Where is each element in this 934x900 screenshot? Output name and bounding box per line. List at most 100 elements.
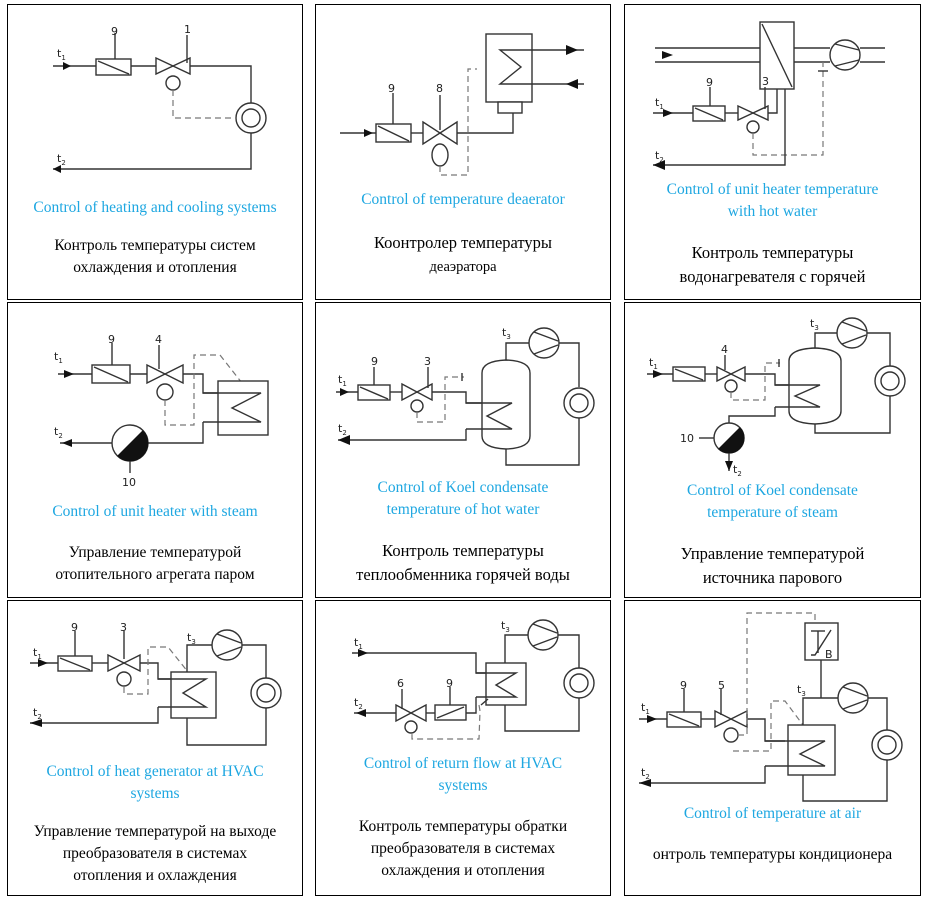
label-filter: 9 <box>108 333 115 346</box>
outflow-arrow-icon <box>653 160 665 170</box>
label-t2: t2 <box>33 706 42 721</box>
caption-ru-line: Управление температурой на выходе <box>33 823 277 840</box>
caption-ru: онтроль температуры кондиционера <box>625 844 920 866</box>
caption-en-line: systems <box>130 785 180 802</box>
radiator-icon <box>235 102 267 134</box>
label-t3: t3 <box>797 683 806 698</box>
caption-ru: Управление температурой на выходе преобр… <box>8 821 302 887</box>
panel-heating-cooling: t1 9 1 t2 Control of heating and cooling… <box>7 4 303 300</box>
inflow-arrow-icon <box>653 370 663 378</box>
caption-ru-line: Контроль температуры обратки <box>358 818 568 835</box>
label-t2: t2 <box>354 696 363 711</box>
label-valve: 4 <box>155 333 162 346</box>
caption-ru-line: онтроль температуры кондиционера <box>652 846 893 863</box>
caption-en-line: Control of Koel condensate <box>377 479 549 496</box>
label-trap: 10 <box>680 432 694 445</box>
diagram-koel-steam: t1 4 10 t2 t3 <box>647 317 906 478</box>
caption-ru-line: источника парового <box>702 568 843 587</box>
caption-en: Control of temperature at air <box>683 805 862 822</box>
label-t3: t3 <box>502 326 511 341</box>
valve-icon <box>716 365 746 393</box>
valve-icon <box>401 382 433 413</box>
caption-ru-line: деаэратора <box>429 259 497 275</box>
steam-trap-icon <box>713 422 745 454</box>
label-t2: t2 <box>57 152 66 167</box>
pump-icon <box>211 629 243 661</box>
radiator-icon <box>871 729 903 761</box>
controller-label: B <box>825 648 833 661</box>
label-filter: 9 <box>388 82 395 95</box>
caption-ru: Управление температурой источника парово… <box>625 542 920 590</box>
airflow-arrow-icon <box>662 51 673 59</box>
caption-en: Control of temperature deaerator <box>361 191 565 208</box>
label-t2: t2 <box>641 766 650 781</box>
label-filter: 9 <box>71 621 78 634</box>
steam-trap-icon <box>111 424 149 462</box>
label-t2: t2 <box>54 425 63 440</box>
label-valve: 3 <box>120 621 127 634</box>
diagram-unit-heater-steam: t1 9 4 t2 10 <box>54 333 269 489</box>
radiator-icon <box>250 677 282 709</box>
inflow-arrow-icon <box>64 370 74 378</box>
label-valve: 5 <box>718 679 725 692</box>
outflow-arrow-icon <box>639 779 651 787</box>
fan-icon <box>829 39 861 71</box>
caption-en-line: with hot water <box>727 203 818 220</box>
outflow-arrow-icon <box>30 719 42 727</box>
label-t1: t1 <box>641 701 650 716</box>
caption-ru: Контроль температуры обратки преобразова… <box>316 816 610 882</box>
caption-ru-line: охлаждения и отопления <box>73 259 237 276</box>
heat-exchanger-icon <box>476 662 527 706</box>
caption-en-line: temperature of steam <box>707 504 838 521</box>
label-valve: 1 <box>184 23 191 36</box>
storage-tank-icon <box>775 347 842 425</box>
outflow-arrow-icon <box>566 45 578 55</box>
diagram-heat-generator-hvac: t1 9 3 t2 t3 <box>30 621 282 746</box>
caption-en: Control of unit heater with steam <box>52 503 258 520</box>
label-t3: t3 <box>501 619 510 634</box>
inflow-arrow-icon <box>566 79 578 89</box>
diagram-unit-heater-hot-water: t1 9 3 t2 <box>653 21 885 170</box>
diagram-air-temperature: t1 9 5 B t2 t3 <box>639 612 903 802</box>
label-filter: 9 <box>680 679 687 692</box>
label-t1: t1 <box>354 636 363 651</box>
panel-koel-steam: t1 4 10 t2 t3 <box>624 302 921 598</box>
heat-exchanger-icon <box>203 380 269 436</box>
diagram-deaerator: 9 8 <box>340 33 584 176</box>
valve-icon <box>737 104 769 134</box>
label-t3: t3 <box>187 631 196 646</box>
valve-icon <box>155 56 191 91</box>
label-valve: 3 <box>762 75 769 88</box>
label-t1: t1 <box>57 47 66 62</box>
panel-return-flow-hvac: t1 9 6 t2 t3 <box>315 600 611 896</box>
outflow-arrow-icon <box>338 435 350 445</box>
label-filter: 9 <box>111 25 118 38</box>
radiator-icon <box>874 365 906 397</box>
panel-unit-heater-hot-water: t1 9 3 t2 Control of unit heater tempera… <box>624 4 921 300</box>
caption-en: Control of return flow at HVAC systems <box>316 753 610 797</box>
pump-icon <box>837 682 869 714</box>
label-t1: t1 <box>655 96 664 111</box>
outflow-arrow-icon <box>725 461 733 471</box>
caption-en: Control of heating and cooling systems <box>33 199 277 216</box>
outflow-arrow-icon <box>62 439 72 447</box>
caption-en: Control of Koel condensate temperature o… <box>316 477 610 521</box>
storage-tank-icon <box>466 359 531 450</box>
caption-ru: Коонтролер температуры деаэратора <box>316 231 610 279</box>
pump-icon <box>836 317 868 349</box>
caption-en: Control of unit heater temperature with … <box>625 179 920 223</box>
inflow-arrow-icon <box>364 129 373 137</box>
caption-ru-line: преобразователя в системах <box>370 840 556 857</box>
label-t2: t2 <box>655 149 664 164</box>
inflow-arrow-icon <box>647 715 657 723</box>
valve-icon <box>714 709 748 743</box>
caption-en: Control of Koel condensate temperature o… <box>625 480 920 524</box>
panel-koel-hot-water: t1 9 3 t2 t3 <box>315 302 611 598</box>
caption-ru-line: охлаждения и отопления <box>381 862 545 879</box>
valve-icon <box>395 703 427 734</box>
caption-en-line: Control of unit heater temperature <box>666 181 879 198</box>
caption-en: Control of heat generator at HVAC system… <box>8 761 302 805</box>
caption-en-line: systems <box>438 777 488 794</box>
panel-air-temperature: t1 9 5 B t2 t3 <box>624 600 921 896</box>
caption-en-line: Control of return flow at HVAC <box>363 755 563 772</box>
